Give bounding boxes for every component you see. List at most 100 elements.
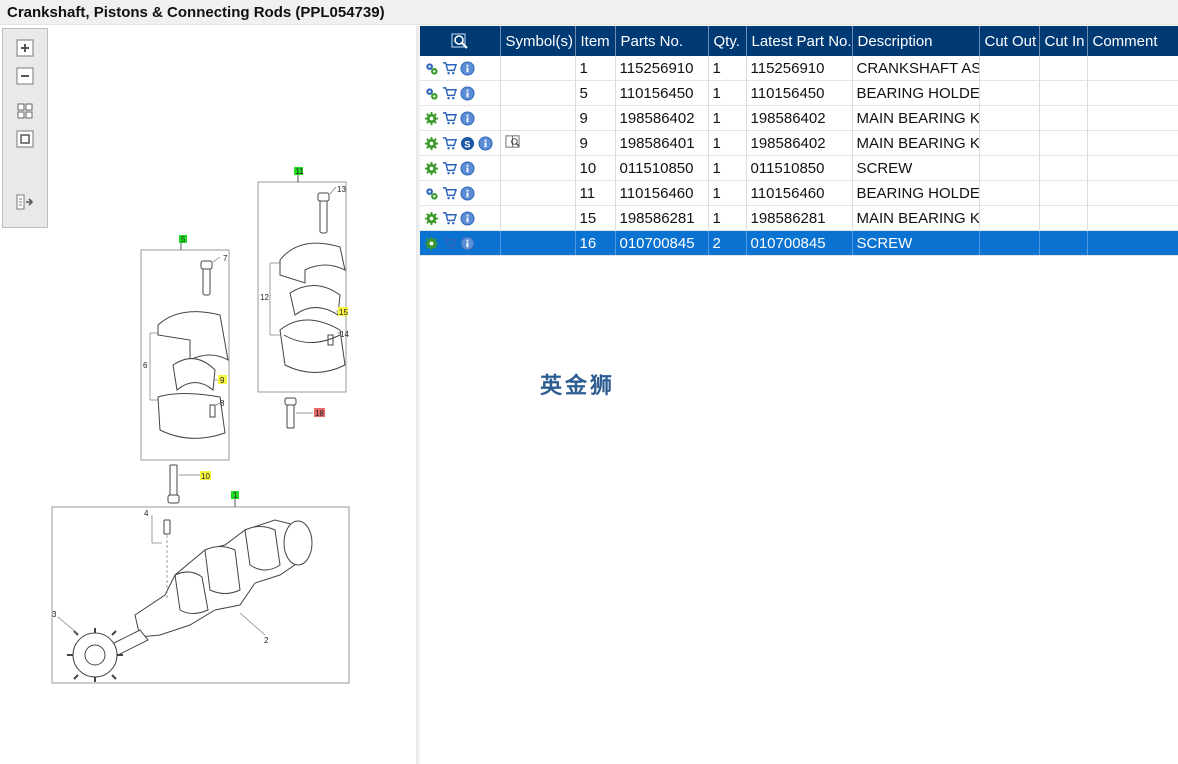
column-header-cut-out[interactable]: Cut Out: [979, 26, 1040, 56]
search-icon[interactable]: [451, 32, 469, 50]
qty-cell: 1: [708, 180, 747, 206]
gear-icon[interactable]: [424, 111, 439, 126]
latest-part-no-cell: 115256910: [746, 56, 853, 81]
column-header-description[interactable]: Description: [852, 26, 980, 56]
cart-icon[interactable]: [442, 186, 457, 201]
gears-icon[interactable]: [424, 61, 439, 76]
plus-box-icon: [16, 39, 34, 57]
qty-cell: 1: [708, 130, 747, 156]
callout-7[interactable]: 7: [223, 254, 228, 263]
callout-8[interactable]: 8: [220, 399, 225, 408]
parts-no-cell: 198586281: [615, 205, 709, 231]
info-icon[interactable]: [460, 110, 475, 126]
description-cell: MAIN BEARING KI: [852, 130, 980, 156]
cart-icon[interactable]: [442, 161, 457, 176]
callout-13[interactable]: 13: [337, 185, 346, 194]
callout-6[interactable]: 6: [143, 361, 148, 370]
row-actions-cell: [420, 80, 501, 106]
qty-cell: 1: [708, 205, 747, 231]
callout-18[interactable]: 18: [315, 409, 324, 418]
zoom-in-button[interactable]: [15, 38, 35, 58]
callout-4[interactable]: 4: [144, 509, 149, 518]
cart-icon[interactable]: [442, 61, 457, 76]
cart-icon[interactable]: [442, 236, 457, 251]
callout-1[interactable]: 1: [233, 491, 238, 500]
cart-icon[interactable]: [442, 136, 457, 151]
info-icon[interactable]: [460, 85, 475, 101]
cut-out-cell: [979, 105, 1040, 131]
info-icon[interactable]: [460, 235, 475, 251]
toggle-panel-button[interactable]: [15, 192, 35, 212]
book-icon[interactable]: [504, 134, 520, 149]
symbol-cell: [500, 230, 576, 256]
comment-cell: [1087, 180, 1178, 206]
gears-icon[interactable]: [424, 186, 439, 201]
cart-icon[interactable]: [442, 211, 457, 226]
symbol-cell: [500, 56, 576, 81]
table-header-row: Symbol(s) Item Parts No. Qty. Latest Par…: [420, 26, 1178, 56]
qty-cell: 1: [708, 155, 747, 181]
callout-11[interactable]: 11: [296, 167, 305, 176]
cart-icon[interactable]: [442, 111, 457, 126]
column-header-item[interactable]: Item: [575, 26, 616, 56]
info-icon[interactable]: [460, 185, 475, 201]
description-cell: SCREW: [852, 155, 980, 181]
info-icon[interactable]: [460, 60, 475, 76]
parts-no-cell: 115256910: [615, 56, 709, 81]
column-header-comment[interactable]: Comment: [1087, 26, 1178, 56]
comment-cell: [1087, 105, 1178, 131]
watermark-text: 英金狮: [540, 374, 616, 399]
qty-cell: 1: [708, 80, 747, 106]
callout-12[interactable]: 12: [260, 293, 269, 302]
gear-icon[interactable]: [424, 236, 439, 251]
gear-icon[interactable]: [424, 161, 439, 176]
fit-view-button[interactable]: [15, 101, 35, 121]
info-icon[interactable]: [460, 210, 475, 226]
callout-3[interactable]: 3: [52, 610, 57, 619]
view-toolbar: [2, 28, 48, 228]
description-cell: BEARING HOLDER: [852, 80, 980, 106]
column-header-latest-part-no[interactable]: Latest Part No.: [746, 26, 853, 56]
description-cell: SCREW: [852, 230, 980, 256]
callout-14[interactable]: 14: [340, 330, 349, 339]
zoom-out-button[interactable]: [15, 66, 35, 86]
row-actions-cell: [420, 205, 501, 231]
gear-icon[interactable]: [424, 136, 439, 151]
cart-icon[interactable]: [442, 86, 457, 101]
symbol-cell: [500, 155, 576, 181]
column-header-icons[interactable]: [420, 26, 501, 56]
latest-part-no-cell: 110156460: [746, 180, 853, 206]
gears-icon[interactable]: [424, 86, 439, 101]
comment-cell: [1087, 56, 1178, 81]
callout-2[interactable]: 2: [264, 636, 269, 645]
s-badge-icon[interactable]: S: [460, 136, 475, 151]
pane-splitter[interactable]: [416, 26, 420, 764]
item-cell: 1: [575, 56, 616, 81]
callout-10[interactable]: 10: [201, 472, 210, 481]
column-header-cut-in[interactable]: Cut In: [1039, 26, 1088, 56]
callout-9[interactable]: 9: [220, 376, 225, 385]
column-header-symbols[interactable]: Symbol(s): [500, 26, 576, 56]
column-header-qty[interactable]: Qty.: [708, 26, 747, 56]
latest-part-no-cell: 198586402: [746, 130, 853, 156]
latest-part-no-cell: 198586402: [746, 105, 853, 131]
callout-5[interactable]: 5: [181, 235, 186, 244]
qty-cell: 1: [708, 56, 747, 81]
actual-size-button[interactable]: [15, 129, 35, 149]
latest-part-no-cell: 110156450: [746, 80, 853, 106]
info-icon[interactable]: [460, 160, 475, 176]
cut-in-cell: [1039, 130, 1088, 156]
parts-diagram[interactable]: 11 13 12 15 14 18 5 7 6 9 8 10 1 4 3 2: [40, 165, 360, 690]
column-header-parts-no[interactable]: Parts No.: [615, 26, 709, 56]
callout-15[interactable]: 15: [339, 308, 348, 317]
info-icon[interactable]: [478, 135, 493, 151]
gear-icon[interactable]: [424, 211, 439, 226]
